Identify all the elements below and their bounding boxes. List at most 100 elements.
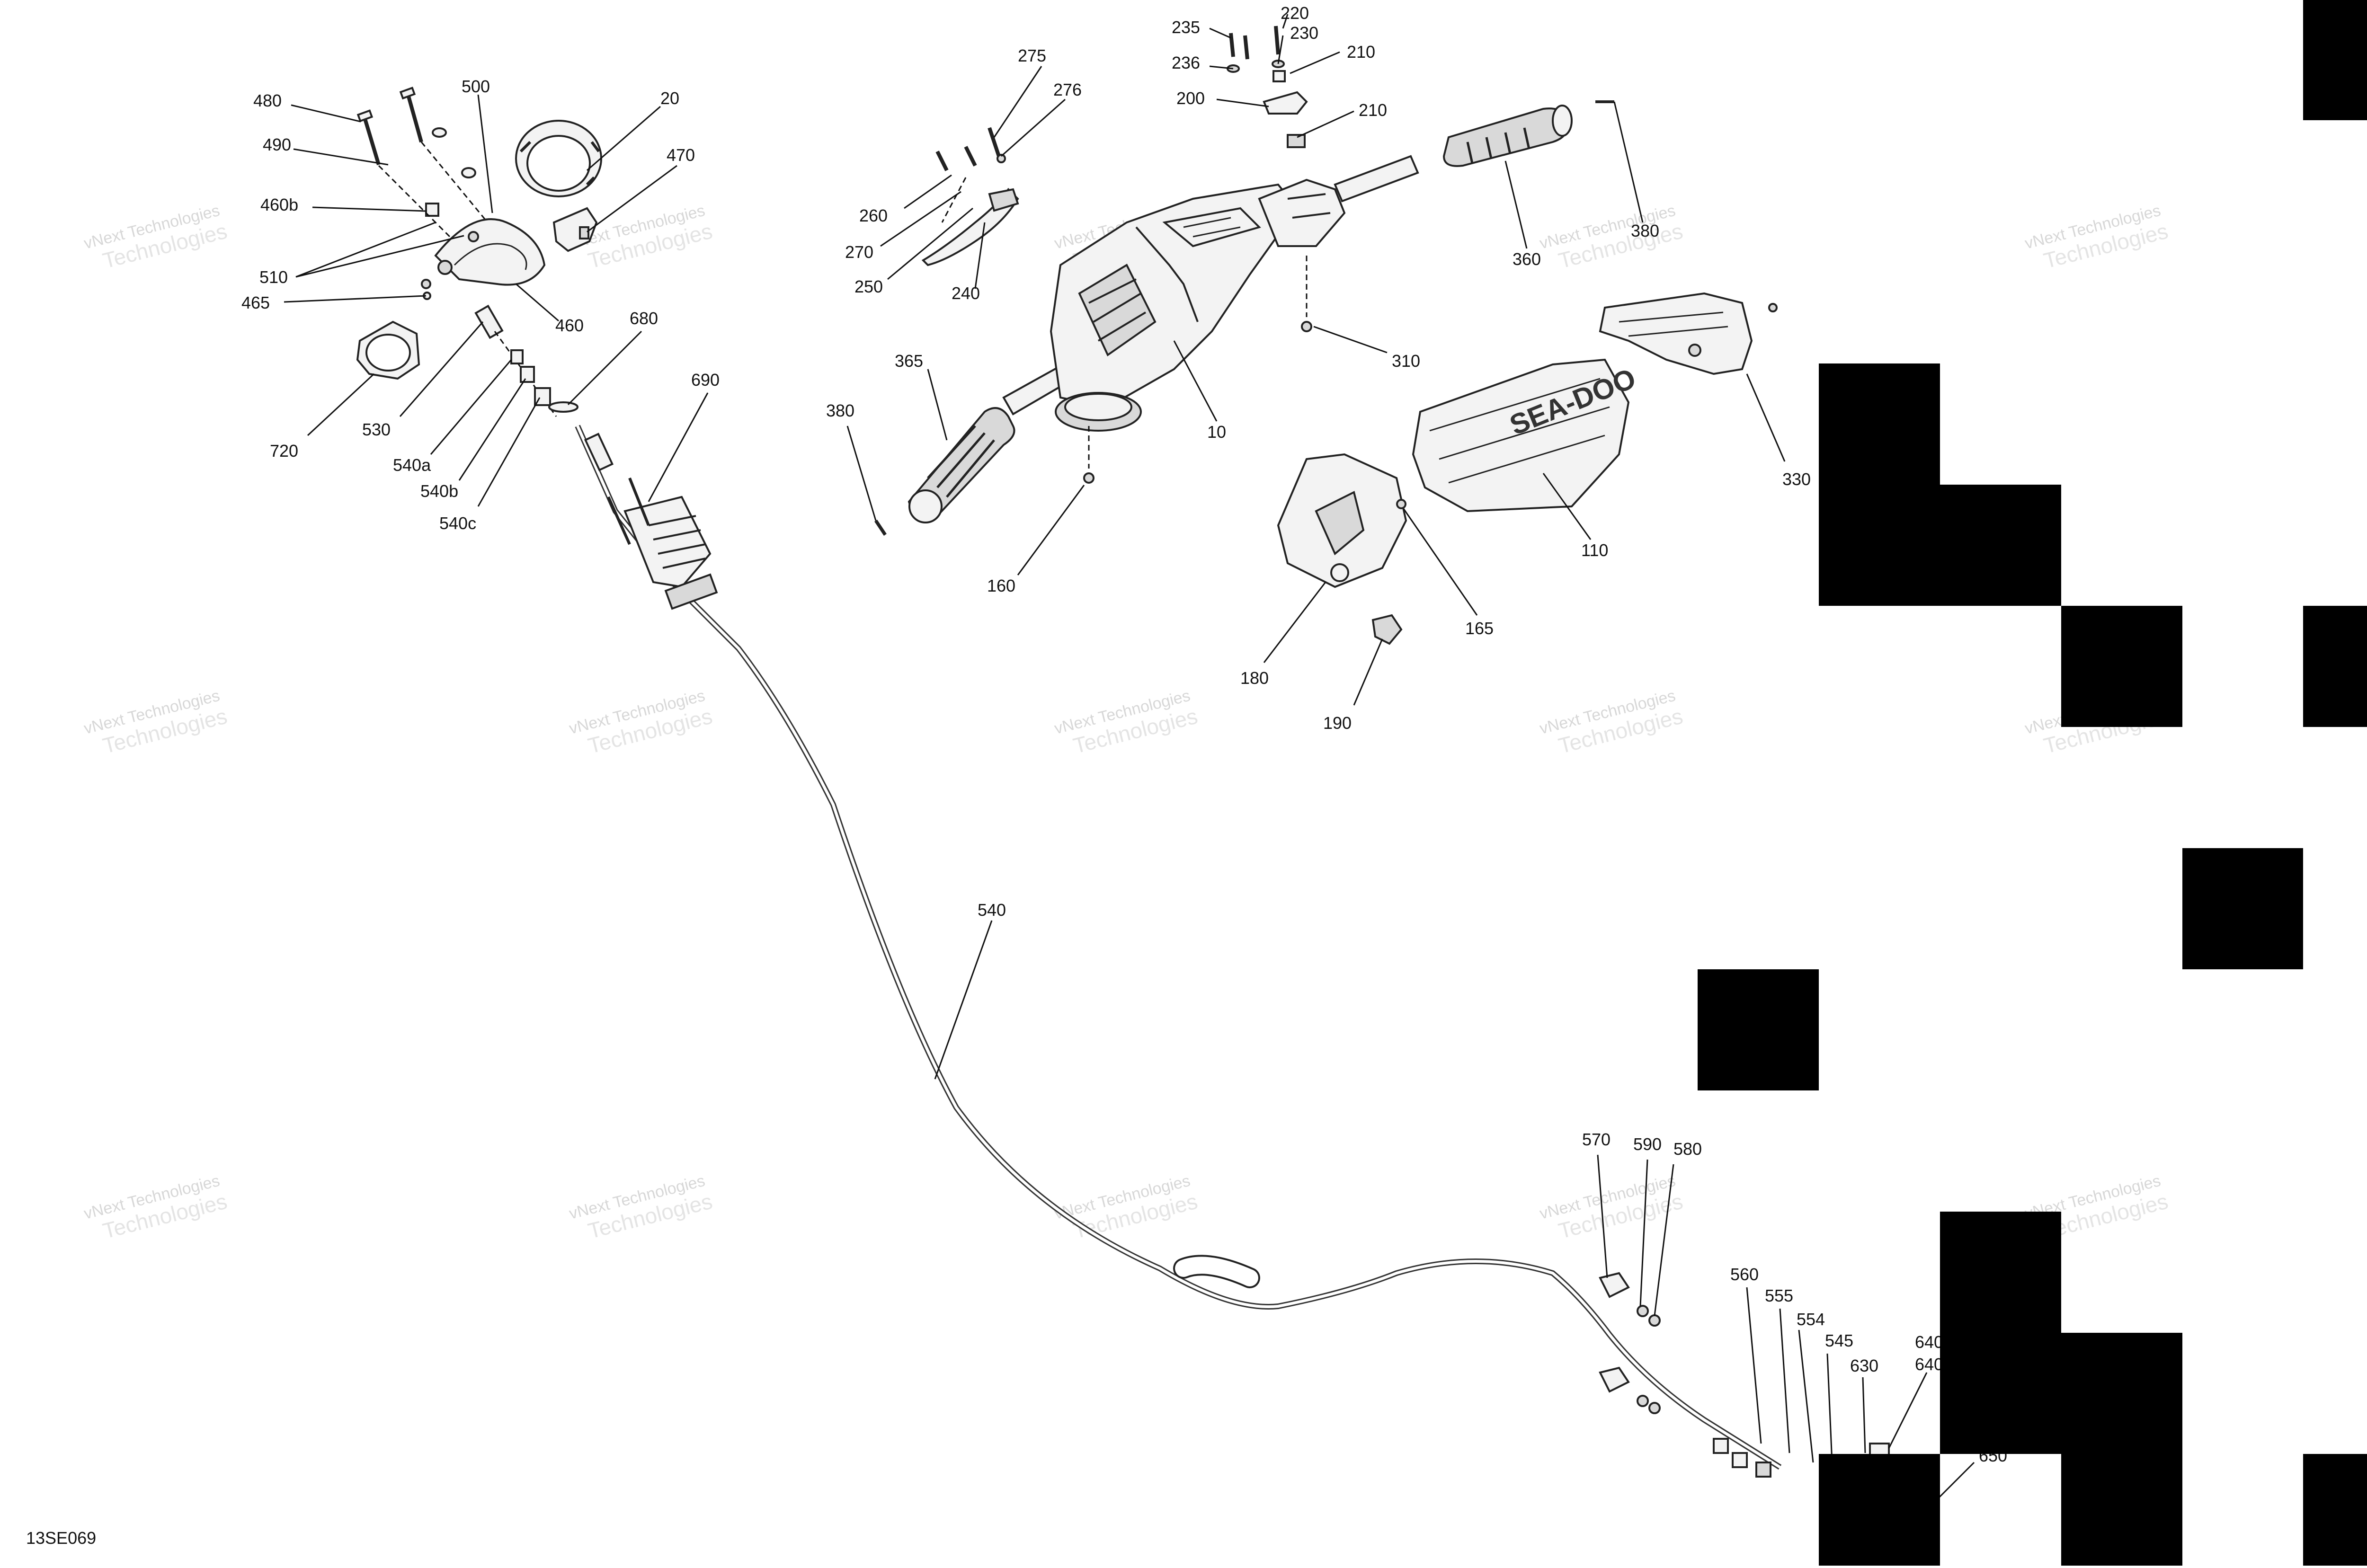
label-330: 330: [1782, 470, 1811, 489]
lever-460: [434, 218, 546, 286]
label-165: 165: [1465, 619, 1494, 638]
label-235: 235: [1172, 18, 1200, 37]
label-380-right: 380: [1631, 221, 1659, 240]
throttle-cable-540: [575, 425, 1890, 1478]
black-block: [1698, 969, 1819, 1090]
label-230: 230: [1290, 23, 1318, 43]
label-510: 510: [259, 267, 288, 287]
bolt-screw: [399, 87, 423, 143]
leader-lines: [284, 14, 1975, 1515]
label-570: 570: [1582, 1130, 1611, 1149]
label-530: 530: [362, 420, 391, 439]
label-460: 460: [555, 316, 584, 335]
black-block: [1819, 363, 1940, 485]
label-555: 555: [1765, 1286, 1793, 1305]
black-block: [1819, 1454, 1940, 1566]
label-236: 236: [1172, 53, 1200, 72]
label-590: 590: [1633, 1134, 1662, 1154]
label-276: 276: [1053, 80, 1082, 99]
label-640-b: 640: [1915, 1355, 1943, 1374]
sleeve-540a: [510, 349, 524, 364]
switch-200-assembly: [1227, 26, 1308, 148]
black-block: [2182, 848, 2303, 969]
black-block: [2303, 1454, 2367, 1566]
label-210-mid: 210: [1359, 100, 1387, 120]
diagram-code: 13SE069: [26, 1528, 96, 1548]
label-360: 360: [1513, 249, 1541, 269]
washer: [461, 167, 476, 178]
label-240: 240: [952, 283, 980, 303]
washer: [432, 127, 447, 138]
label-720: 720: [270, 441, 298, 461]
label-680: 680: [630, 309, 658, 328]
black-block: [2061, 1333, 2182, 1566]
callout-labels: 480 490 460b 500 20 470 510 465 460 720 …: [241, 3, 2007, 1465]
label-460b: 460b: [260, 195, 298, 214]
label-465: 465: [241, 293, 270, 312]
label-640-a: 640: [1915, 1332, 1943, 1352]
label-110: 110: [1581, 540, 1608, 560]
washer-465: [421, 279, 431, 289]
label-10: 10: [1207, 422, 1226, 442]
label-190: 190: [1323, 713, 1352, 733]
lever-240-assembly: [921, 127, 1019, 266]
black-block: [2061, 606, 2182, 727]
label-180: 180: [1240, 668, 1269, 688]
black-block: [2303, 606, 2367, 727]
redaction-blocks: [1698, 0, 2367, 1566]
label-200: 200: [1176, 89, 1205, 108]
label-540a: 540a: [393, 455, 431, 475]
cover-330: [1599, 292, 1778, 375]
bushing-460b: [425, 203, 439, 217]
black-block: [2303, 0, 2367, 120]
label-270: 270: [845, 242, 873, 262]
label-540c: 540c: [439, 514, 476, 533]
label-540b: 540b: [420, 481, 458, 501]
label-470: 470: [667, 145, 695, 165]
label-500: 500: [462, 77, 490, 96]
label-160: 160: [987, 576, 1015, 595]
label-690: 690: [691, 370, 720, 390]
sleeve-540b: [520, 366, 535, 383]
cover-720: [356, 320, 420, 380]
label-275: 275: [1018, 46, 1046, 65]
label-630: 630: [1850, 1356, 1878, 1375]
label-560: 560: [1730, 1265, 1759, 1284]
label-250: 250: [854, 277, 883, 296]
label-20: 20: [660, 89, 679, 108]
cover-110: SEA-DOO: [1412, 358, 1640, 513]
cable-fitting-top: [584, 433, 718, 610]
ferrule-530: [474, 304, 504, 339]
label-490: 490: [263, 135, 291, 154]
black-block: [1819, 485, 2061, 606]
label-380-left: 380: [826, 401, 854, 420]
o-ring-680: [548, 401, 578, 413]
grip-365: [908, 407, 1015, 523]
handlebar-assembly-10: [874, 100, 1614, 536]
label-210-top: 210: [1347, 42, 1375, 62]
bolt-480: [356, 109, 381, 166]
clip-470: [552, 207, 598, 252]
label-220: 220: [1281, 3, 1309, 23]
label-580: 580: [1673, 1139, 1702, 1159]
label-480: 480: [253, 91, 282, 110]
label-545: 545: [1825, 1331, 1853, 1350]
label-540: 540: [978, 900, 1006, 920]
switch-housing-180: [1277, 453, 1407, 645]
sleeve-540c: [534, 387, 551, 406]
grip-360: [1442, 105, 1573, 167]
black-block: [1940, 1212, 2061, 1454]
